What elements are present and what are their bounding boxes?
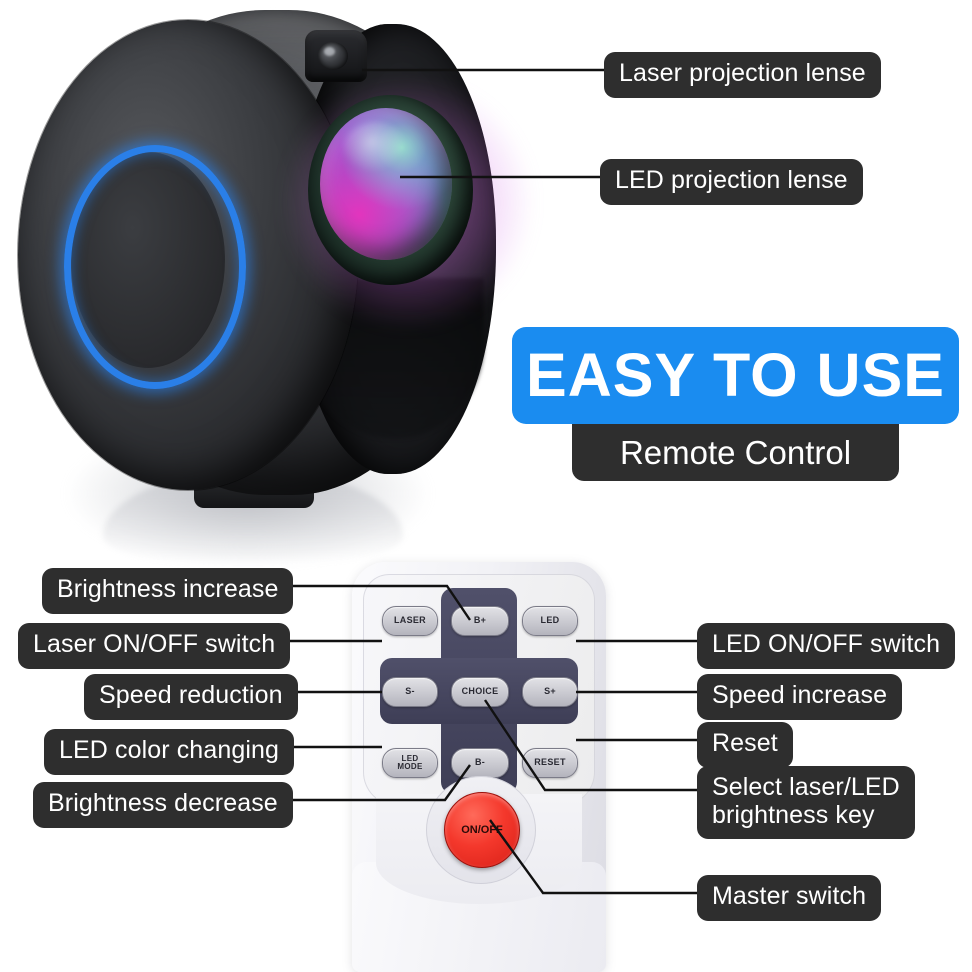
callout-laser-on-off-switch: Laser ON/OFF switch <box>18 623 291 669</box>
callout-brightness-decrease: Brightness decrease <box>33 782 293 828</box>
remote-button-led[interactable]: LED <box>522 606 578 636</box>
callout-speed-reduction: Speed reduction <box>84 674 298 720</box>
remote-button-choice[interactable]: CHOICE <box>451 677 509 707</box>
banner-headline: EASY TO USE <box>512 327 959 424</box>
led-lens-specular <box>344 122 406 172</box>
remote-button-b-plus[interactable]: B+ <box>451 606 509 636</box>
remote-button-s-minus[interactable]: S- <box>382 677 438 707</box>
banner-subtitle: Remote Control <box>572 424 899 481</box>
callout-led-on-off-switch: LED ON/OFF switch <box>697 623 956 669</box>
callout-brightness-increase: Brightness increase <box>42 568 294 614</box>
laser-projection-lens <box>318 42 348 70</box>
remote-button-reset[interactable]: RESET <box>522 748 578 778</box>
callout-master-switch: Master switch <box>697 875 882 921</box>
remote-button-s-plus[interactable]: S+ <box>522 677 578 707</box>
callout-select-brightness-key: Select laser/LED brightness key <box>697 766 915 839</box>
remote-button-laser[interactable]: LASER <box>382 606 438 636</box>
remote-button-on-off[interactable]: ON/OFF <box>444 792 520 868</box>
banner-headline-text: EASY TO USE <box>526 341 945 409</box>
banner-subtitle-text: Remote Control <box>619 434 852 471</box>
callout-laser-projection-lense: Laser projection lense <box>604 52 881 98</box>
remote-control-image: LASER B+ LED S- CHOICE S+ LED MODE B- RE… <box>352 562 614 972</box>
callout-led-color-changing: LED color changing <box>44 729 294 775</box>
power-indicator-ring <box>64 145 246 389</box>
callout-led-projection-lense: LED projection lense <box>600 159 863 205</box>
callout-reset: Reset <box>697 722 793 768</box>
remote-button-led-mode[interactable]: LED MODE <box>382 748 438 778</box>
projector-device-image <box>8 0 533 565</box>
callout-speed-increase: Speed increase <box>697 674 903 720</box>
remote-button-b-minus[interactable]: B- <box>451 748 509 778</box>
